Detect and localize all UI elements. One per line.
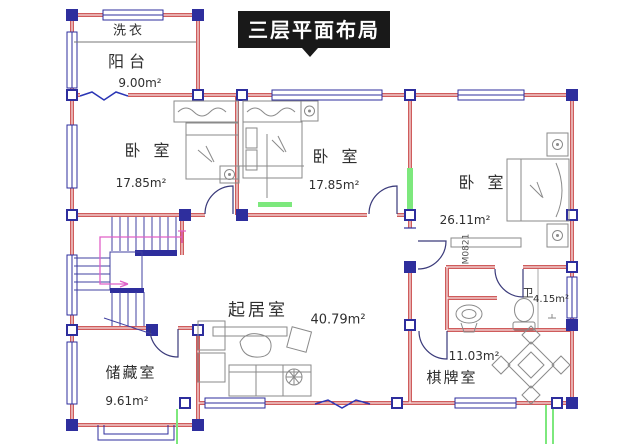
bedroom2-door — [368, 185, 398, 215]
room-area-bedroom2: 17.85m² — [308, 178, 360, 192]
room-label-bedroom3: 卧 室 — [458, 173, 508, 192]
bay-window-storage — [97, 425, 175, 441]
plan-title: 三层平面布局 — [238, 11, 390, 57]
door-code-label: M0821 — [461, 233, 472, 265]
window-bath-right — [566, 276, 578, 319]
hall-opening — [404, 227, 416, 263]
window-bedroom2-top — [271, 89, 383, 101]
room-area-bedroom3: 26.11m² — [439, 213, 491, 227]
room-area-balcony: 9.00m² — [118, 76, 162, 90]
room-area-games: 11.03m² — [448, 349, 500, 363]
windows — [66, 9, 578, 441]
mahjong-set — [491, 325, 571, 405]
bedroom1-door — [204, 185, 234, 215]
stair-direction-arrow — [99, 230, 186, 288]
room-label-games: 棋牌室 — [426, 368, 478, 387]
room-area-storage: 9.61m² — [105, 394, 149, 408]
window-storage-left — [66, 341, 78, 405]
window-bedroom1-left — [66, 124, 78, 189]
green-marks — [176, 168, 554, 444]
room-label-bedroom1: 卧 室 — [124, 141, 174, 160]
doors — [149, 185, 524, 360]
room-label-laundry: 洗衣 — [112, 23, 146, 39]
gameroom-door — [418, 330, 448, 360]
bedroom3-door — [417, 240, 447, 270]
room-label-living: 起居室 — [228, 300, 288, 321]
window-living-bottom — [204, 397, 266, 409]
bathroom-fixtures — [455, 269, 556, 333]
room-label-bath: 卫 — [522, 286, 534, 300]
room-area-bedroom1: 17.85m² — [115, 176, 167, 190]
bathroom-door — [494, 268, 524, 298]
living-window-zigzag — [314, 399, 371, 409]
bedroom2-furniture — [237, 100, 319, 198]
room-label-storage: 储藏室 — [105, 363, 157, 382]
room-area-bath: 4.15m² — [532, 294, 570, 305]
room-area-living: 40.79m² — [310, 312, 366, 328]
window-bedroom3-top — [457, 89, 525, 101]
sliding-door-marks — [79, 91, 371, 409]
room-label-balcony: 阳台 — [107, 52, 151, 71]
window-games-bottom — [454, 397, 517, 409]
window-balcony-left — [66, 31, 78, 89]
furniture — [74, 41, 571, 405]
window-balcony-top — [102, 9, 164, 21]
living-room-furniture — [197, 320, 313, 397]
staircase — [74, 217, 177, 335]
window-stair-left — [66, 254, 78, 316]
storage-door — [149, 328, 179, 358]
bedroom1-furniture — [173, 100, 240, 184]
balcony-door-zigzag — [79, 91, 129, 101]
room-label-bedroom2: 卧 室 — [312, 147, 362, 166]
bedroom3-furniture — [450, 132, 570, 248]
